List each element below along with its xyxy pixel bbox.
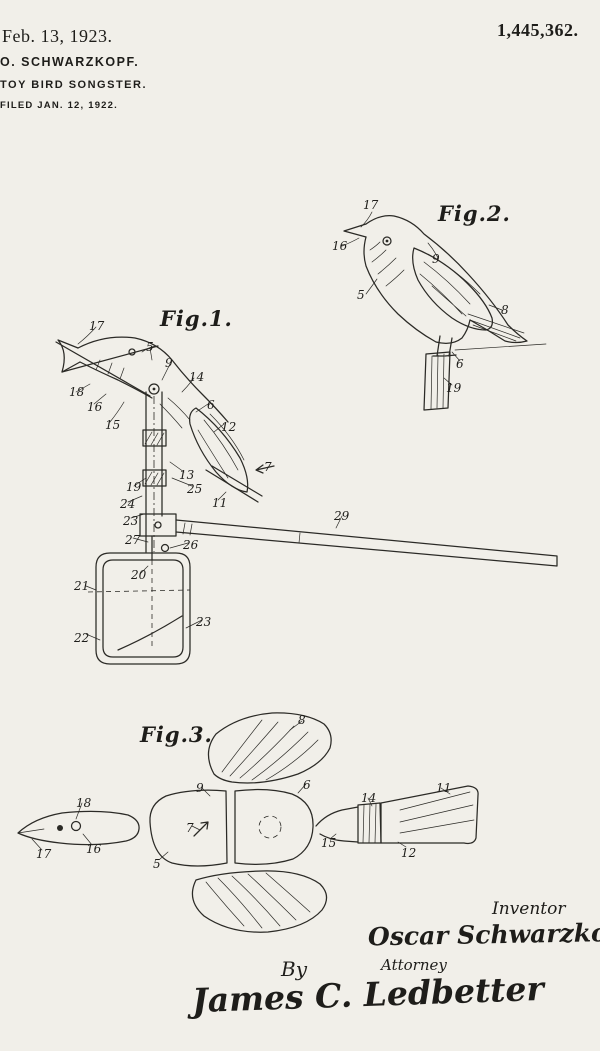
ref-numeral-fig1: 25: [187, 482, 202, 496]
inventor-signature: Oscar Schwarzkopf: [368, 918, 600, 952]
ref-numeral-fig3: 9: [196, 781, 204, 795]
ref-numeral-fig2: 17: [363, 198, 378, 212]
ref-numeral-fig1: 11: [212, 496, 227, 510]
ref-numeral-fig3: 6: [303, 778, 311, 792]
ref-numeral-fig3: 17: [36, 847, 51, 861]
fig2-label: Fig.2.: [438, 201, 511, 226]
ref-numeral-fig1: 15: [105, 418, 120, 432]
ref-numeral-fig3: 15: [321, 836, 336, 850]
ref-numeral-fig1: 7: [264, 460, 272, 474]
ref-numeral-fig2: 16: [332, 239, 347, 253]
ref-numeral-fig3: 8: [298, 713, 306, 727]
fig2-drawing: [342, 212, 546, 410]
attorney-label: Attorney: [381, 956, 447, 974]
ref-numeral-fig1: 12: [221, 420, 236, 434]
ref-numeral-fig1: 16: [87, 400, 102, 414]
ref-numeral-fig2: 19: [446, 381, 461, 395]
ref-numeral-fig3: 14: [361, 791, 376, 805]
ref-numeral-fig1: 26: [183, 538, 198, 552]
ref-numeral-fig1: 17: [89, 319, 104, 333]
fig1-drawing: [56, 327, 557, 664]
ref-numeral-fig2: 5: [357, 288, 365, 302]
ref-numeral-fig1: 23: [196, 615, 211, 629]
ref-numeral-fig2: 9: [432, 252, 440, 266]
ref-numeral-fig1: 9: [165, 356, 173, 370]
inventor-label: Inventor: [492, 899, 565, 919]
ref-numeral-fig1: 24: [120, 497, 135, 511]
ref-numeral-fig3: 12: [401, 846, 416, 860]
ref-numeral-fig3: 16: [86, 842, 101, 856]
ref-numeral-fig1: 5: [146, 340, 154, 354]
ref-numeral-fig1: 27: [125, 533, 140, 547]
ref-numeral-fig1: 13: [179, 468, 194, 482]
ref-numeral-fig1: 19: [126, 480, 141, 494]
fig3-drawing: [18, 713, 478, 932]
ref-numeral-fig1: 20: [131, 568, 146, 582]
ref-numeral-fig3: 5: [153, 857, 161, 871]
fig3-label: Fig.3.: [140, 722, 213, 747]
ref-numeral-fig2: 6: [456, 357, 464, 371]
ref-numeral-fig1: 18: [69, 385, 84, 399]
ref-numeral-fig1: 22: [74, 631, 89, 645]
ref-numeral-fig3: 11: [436, 781, 451, 795]
ref-numeral-fig1: 6: [207, 398, 215, 412]
ref-numeral-fig1: 29: [334, 509, 349, 523]
ref-numeral-fig3: 18: [76, 796, 91, 810]
fig1-label: Fig.1.: [160, 306, 233, 331]
ref-numeral-fig1: 23: [123, 514, 138, 528]
ref-numeral-fig2: 8: [501, 303, 509, 317]
ref-numeral-fig1: 21: [74, 579, 89, 593]
ref-numeral-fig3: 7: [186, 821, 194, 835]
ref-numeral-fig1: 14: [189, 370, 204, 384]
